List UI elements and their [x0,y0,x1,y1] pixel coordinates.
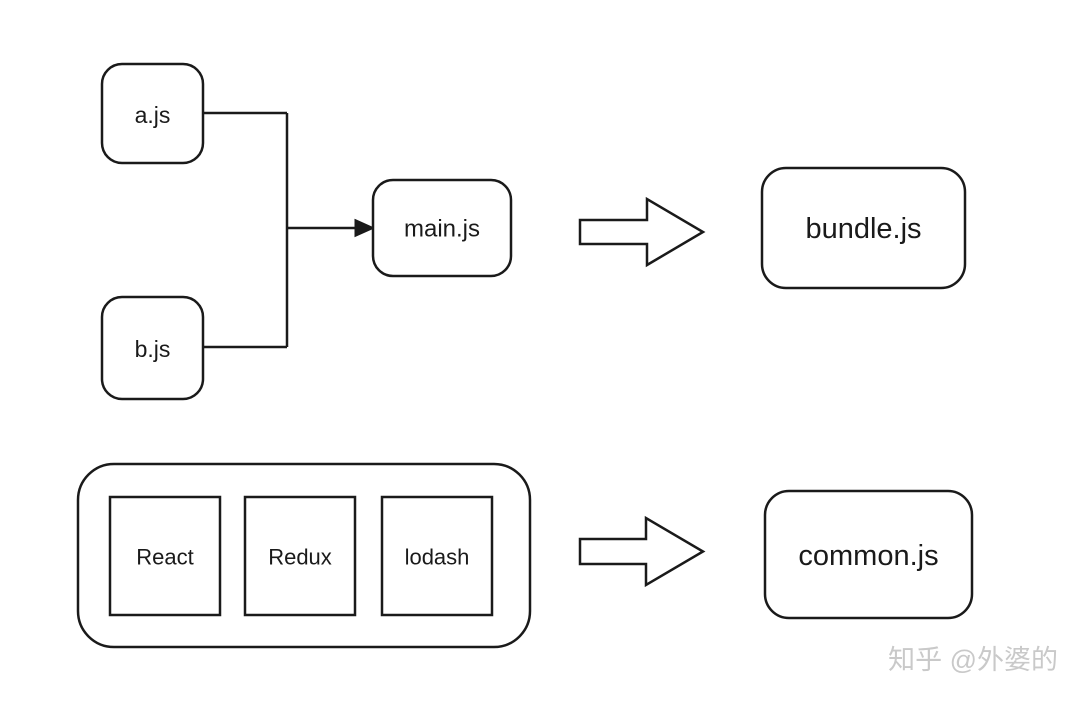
node-b-js-label: b.js [135,336,171,362]
node-bundle-js-label: bundle.js [805,213,921,245]
node-lodash [380,495,494,617]
right-block-arrow-icon-bottom [578,515,706,588]
node-react [108,495,222,617]
node-lodash-label: lodash [405,545,470,570]
node-a-js-label: a.js [135,102,171,128]
merge-connector-lines [203,111,356,349]
node-common-js [763,489,974,620]
node-redux [243,495,357,617]
node-main-js [371,178,513,278]
node-redux-label: Redux [268,545,332,570]
watermark: 知乎 @外婆的 [888,645,1058,675]
node-a-js [100,62,205,165]
node-react-label: React [136,545,193,570]
right-block-arrow-icon-top [578,196,706,268]
node-bundle-js [760,166,967,290]
node-b-js [100,295,205,401]
right-arrow-icon [354,218,376,238]
node-main-js-label: main.js [404,216,480,243]
node-common-js-label: common.js [798,540,938,572]
